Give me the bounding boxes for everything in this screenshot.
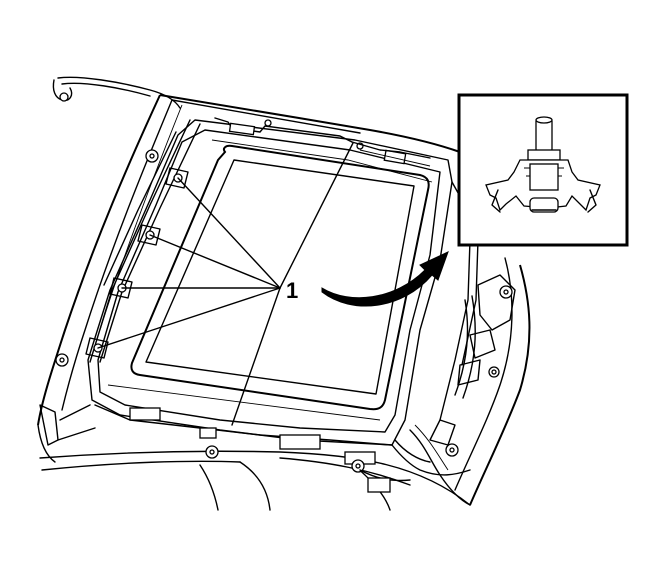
motor-assembly <box>429 274 516 446</box>
front-header <box>214 117 431 167</box>
callout-leader-lines <box>97 142 354 426</box>
wiring-harness <box>359 424 471 506</box>
glass-panel <box>130 144 430 411</box>
curved-arrow <box>321 251 449 307</box>
antenna-cable <box>52 76 181 109</box>
rear-frame <box>39 149 459 473</box>
sunroof-frame <box>87 119 479 446</box>
callout-1-label: 1 <box>286 278 298 303</box>
left-fasteners <box>85 167 189 359</box>
detail-inset <box>457 93 629 247</box>
